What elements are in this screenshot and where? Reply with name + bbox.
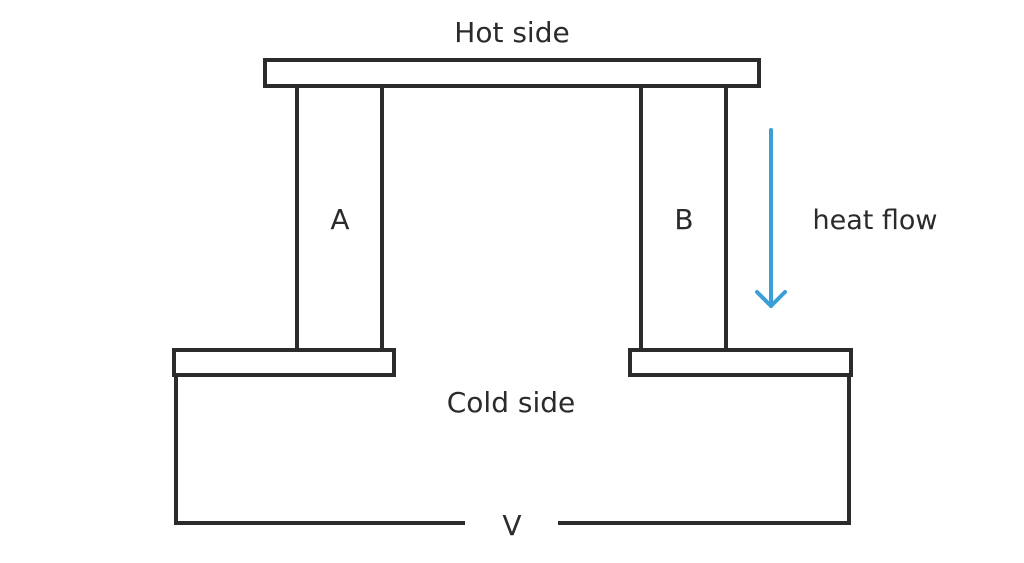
voltage-label: V xyxy=(502,509,521,542)
leg-a xyxy=(295,84,384,352)
cold-side-plate-right xyxy=(628,348,853,377)
leg-b xyxy=(639,84,728,352)
hot-side-plate xyxy=(263,58,761,88)
leg-b-label: B xyxy=(674,203,693,236)
circuit-wire-left xyxy=(174,375,465,525)
leg-a-label: A xyxy=(330,203,349,236)
heat-flow-label: heat flow xyxy=(812,205,937,236)
circuit-wire-right xyxy=(558,375,851,525)
heat-flow-arrow-head xyxy=(755,290,787,308)
hot-side-label: Hot side xyxy=(454,16,569,49)
cold-side-label: Cold side xyxy=(447,386,576,419)
heat-flow-arrow xyxy=(755,128,787,308)
cold-side-plate-left xyxy=(172,348,396,377)
